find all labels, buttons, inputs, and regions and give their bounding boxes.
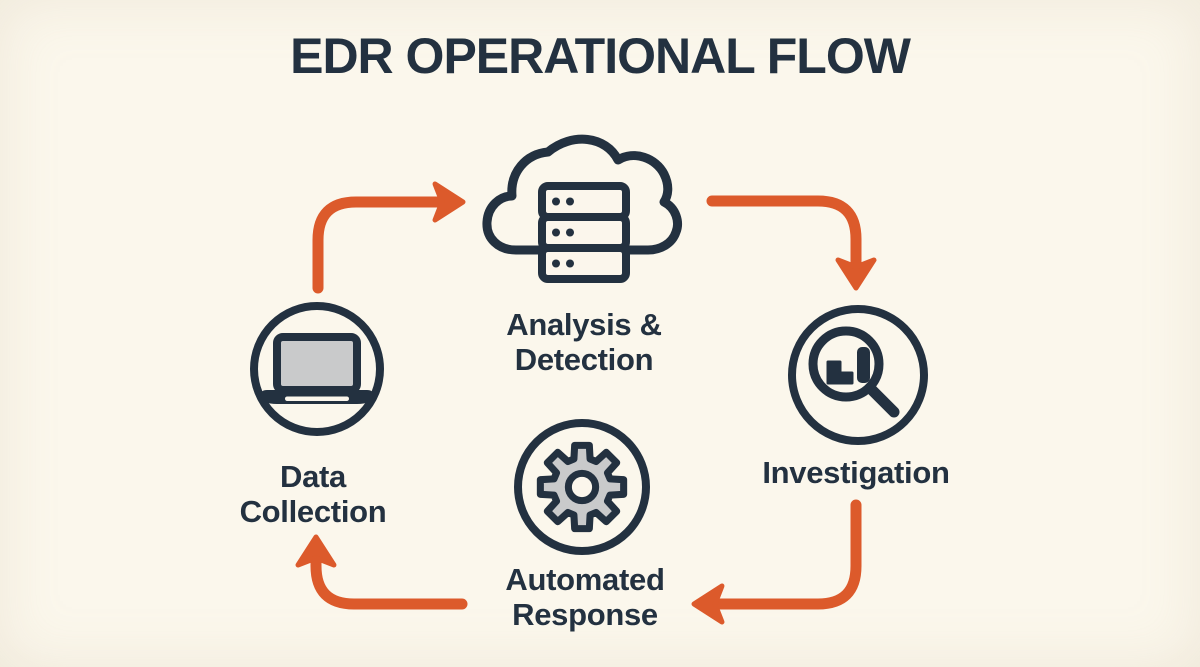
magnifier-handle bbox=[864, 382, 900, 418]
laptop-icon bbox=[250, 302, 384, 436]
gear-hole bbox=[564, 469, 600, 505]
gear-icon bbox=[514, 419, 650, 555]
arrow-shaft bbox=[706, 195, 862, 268]
node-label-investigation: Investigation bbox=[762, 455, 950, 490]
arrow-data-to-analysis bbox=[312, 181, 466, 294]
arrow-shaft bbox=[714, 499, 862, 610]
server-rack bbox=[538, 182, 630, 283]
laptop-screen bbox=[273, 333, 361, 394]
chart-bar-tall bbox=[857, 347, 870, 383]
label-line: Response bbox=[512, 597, 658, 632]
arrowhead-left-icon bbox=[691, 583, 725, 625]
node-label-automated-response: Automated Response bbox=[505, 562, 664, 632]
arrow-shaft bbox=[312, 196, 444, 294]
cloud-outline bbox=[482, 134, 682, 255]
icon-ring bbox=[250, 302, 384, 436]
arrow-investigation-to-response bbox=[691, 499, 862, 625]
label-line: Automated bbox=[505, 562, 665, 597]
label-line: Investigation bbox=[762, 455, 950, 490]
label-line: Analysis & bbox=[506, 307, 662, 342]
laptop-base-slot bbox=[285, 396, 349, 401]
node-label-data-collection: Data Collection bbox=[240, 459, 387, 529]
arrow-analysis-to-investigation bbox=[706, 195, 877, 291]
server-led bbox=[552, 259, 560, 268]
arrow-shaft bbox=[310, 555, 468, 610]
arrowhead-up-icon bbox=[295, 534, 337, 568]
server-led bbox=[566, 259, 574, 268]
server-led bbox=[566, 228, 574, 237]
icon-ring bbox=[788, 305, 928, 445]
diagram-title: EDR OPERATIONAL FLOW bbox=[290, 28, 911, 84]
arrowhead-down-icon bbox=[835, 257, 877, 291]
icon-ring bbox=[514, 419, 650, 555]
arrow-response-to-data bbox=[295, 534, 468, 610]
label-line: Collection bbox=[239, 494, 387, 529]
server-led bbox=[566, 197, 574, 206]
server-led bbox=[552, 228, 560, 237]
magnifier-lens bbox=[808, 326, 884, 402]
server-led bbox=[552, 197, 560, 206]
label-line: Detection bbox=[514, 342, 654, 377]
arrowhead-right-icon bbox=[432, 181, 466, 223]
label-line: Data bbox=[280, 459, 346, 494]
cloud-server-icon bbox=[482, 134, 682, 283]
node-label-analysis-detection: Analysis & Detection bbox=[506, 307, 662, 377]
magnifier-chart-icon bbox=[788, 305, 928, 445]
chart-bar-short bbox=[826, 360, 854, 385]
